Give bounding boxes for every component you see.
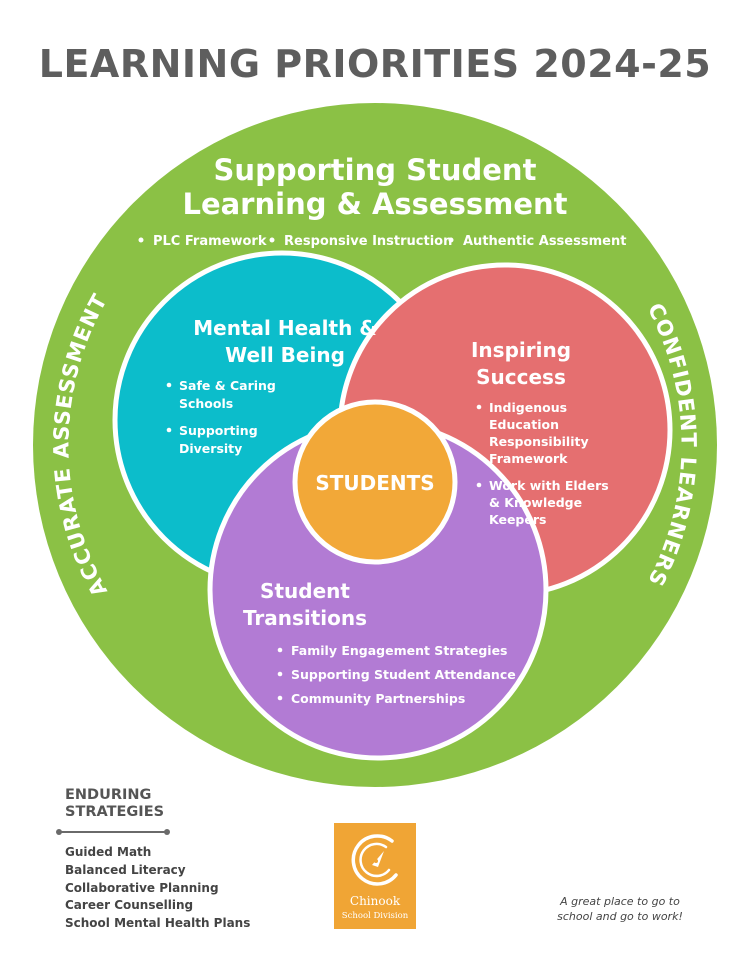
- divider-dot: [164, 829, 170, 835]
- transitions-bullet-dot: [277, 647, 283, 653]
- transitions-bullet-dot: [277, 695, 283, 701]
- tagline: A great place to go to school and go to …: [540, 894, 700, 924]
- inspiring-heading-line1: Inspiring: [471, 338, 571, 362]
- tagline-line1: A great place to go to: [560, 895, 680, 908]
- strategy-item: Career Counselling: [65, 898, 194, 913]
- outer-bullet-plc: PLC Framework: [153, 234, 267, 249]
- strategy-item: Balanced Literacy: [65, 862, 186, 877]
- divider-line: [58, 831, 168, 833]
- inspiring-bullet-elders-line1: Work with Elders: [489, 478, 609, 493]
- transitions-bullet-family: Family Engagement Strategies: [291, 643, 508, 658]
- outer-bullet-responsive: Responsive Instruction: [284, 234, 452, 249]
- logo-subtitle: School Division: [341, 911, 409, 921]
- tagline-line2: school and go to work!: [557, 910, 683, 923]
- mental-bullet-diversity-line2: Diversity: [179, 441, 242, 456]
- inspiring-bullet-dot: [476, 404, 482, 410]
- inspiring-bullet-ierf-line4: Framework: [489, 451, 568, 466]
- strategy-item: Guided Math: [65, 845, 152, 859]
- page-title: LEARNING PRIORITIES 2024-25: [38, 42, 712, 86]
- students-center-circle: [292, 399, 458, 565]
- mental-health-heading-line2: Well Being: [225, 343, 345, 367]
- strategies-divider: [56, 829, 170, 835]
- transitions-heading-line1: Student: [260, 579, 350, 603]
- mental-bullet-diversity-line1: Supporting: [179, 423, 258, 438]
- chinook-logo: Chinook School Division: [334, 823, 416, 929]
- mental-health-heading-line1: Mental Health &: [193, 316, 376, 340]
- divider-dot: [56, 829, 62, 835]
- enduring-strategies-heading: ENDURING STRATEGIES: [65, 787, 164, 821]
- outer-bullet-authentic: Authentic Assessment: [463, 234, 626, 249]
- logo-name: Chinook: [349, 894, 401, 908]
- strategy-item: School Mental Health Plans: [65, 916, 251, 931]
- enduring-heading-line1: ENDURING: [65, 787, 152, 803]
- outer-bullet-dot: [269, 237, 275, 243]
- inspiring-bullet-ierf-line2: Education: [489, 417, 559, 432]
- transitions-bullet-community: Community Partnerships: [291, 691, 465, 706]
- enduring-heading-line2: STRATEGIES: [65, 804, 165, 820]
- enduring-strategies-list: Guided Math Balanced Literacy Collaborat…: [65, 844, 250, 933]
- strategy-item: Collaborative Planning: [65, 880, 219, 895]
- mental-bullet-safe-line2: Schools: [179, 396, 233, 411]
- students-label: STUDENTS: [315, 471, 434, 495]
- inspiring-bullet-ierf-line3: Responsibility: [489, 434, 589, 449]
- transitions-heading-line2: Transitions: [243, 606, 367, 630]
- inspiring-bullet-dot: [476, 482, 482, 488]
- inspiring-bullet-elders-line2: & Knowledge: [489, 495, 582, 510]
- outer-heading-line1: Supporting Student: [214, 153, 537, 187]
- inspiring-heading-line2: Success: [476, 365, 566, 389]
- mental-bullet-safe-line1: Safe & Caring: [179, 378, 276, 393]
- outer-bullet-dot: [448, 237, 454, 243]
- logo-emblem-icon: [351, 834, 398, 886]
- outer-heading-line2: Learning & Assessment: [182, 187, 567, 221]
- inspiring-bullet-elders-line3: Keepers: [489, 512, 546, 527]
- transitions-bullet-attendance: Supporting Student Attendance: [291, 667, 516, 682]
- outer-bullet-dot: [138, 237, 144, 243]
- mental-bullet-dot: [166, 382, 172, 388]
- mental-bullet-dot: [166, 427, 172, 433]
- inspiring-bullet-ierf-line1: Indigenous: [489, 400, 567, 415]
- transitions-bullet-dot: [277, 671, 283, 677]
